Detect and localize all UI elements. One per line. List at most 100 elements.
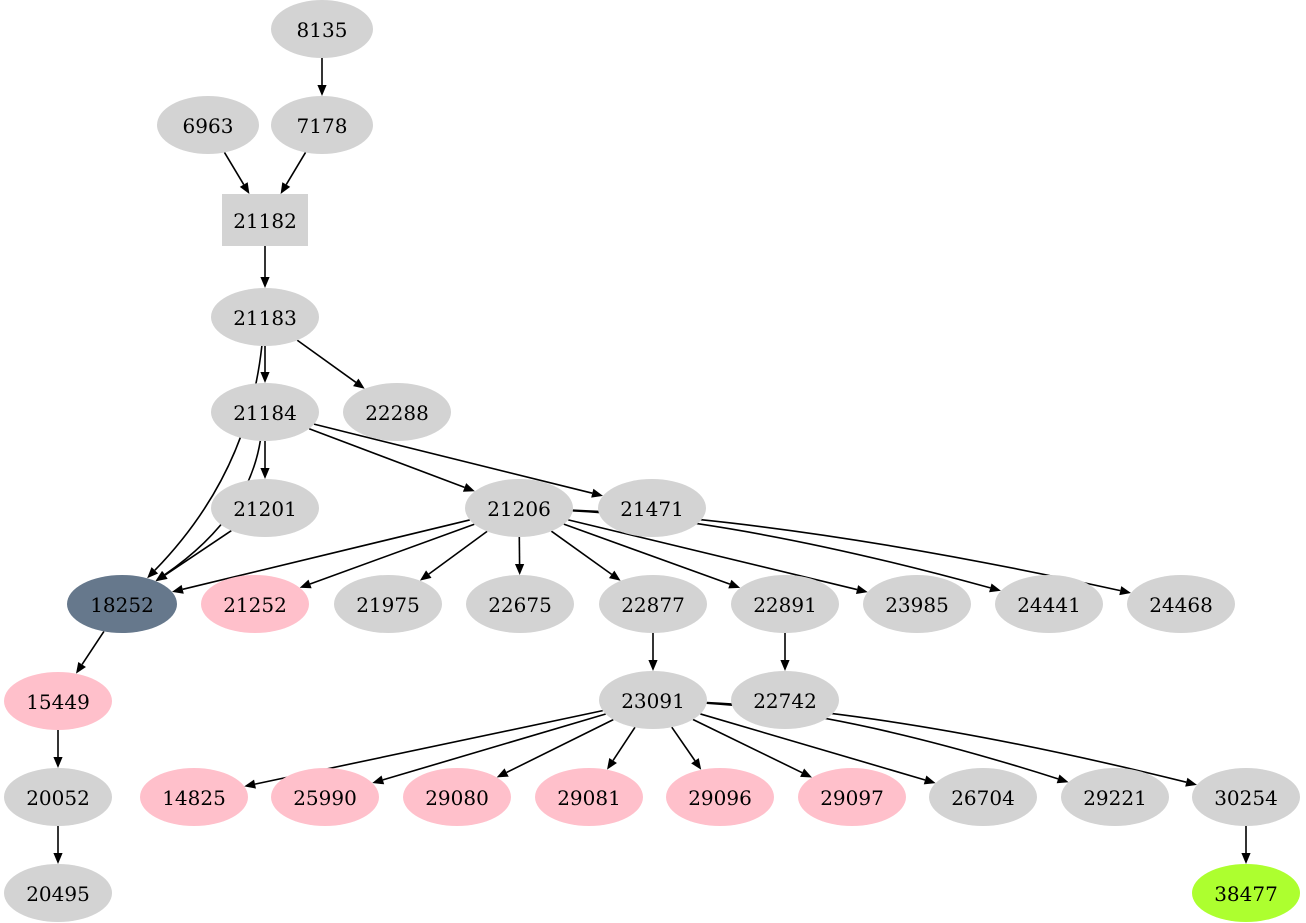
- graph-node-21182[interactable]: 21182: [222, 194, 308, 246]
- arrowhead-icon: [76, 661, 86, 674]
- graph-node-21184[interactable]: 21184: [211, 383, 319, 441]
- arrowhead-icon: [691, 758, 702, 770]
- graph-node-21471[interactable]: 21471: [598, 479, 706, 537]
- node-ellipse-29221[interactable]: [1061, 768, 1169, 826]
- graph-node-30254[interactable]: 30254: [1192, 768, 1300, 826]
- graph-node-21183[interactable]: 21183: [211, 288, 319, 346]
- node-ellipse-21183[interactable]: [211, 288, 319, 346]
- graph-node-21206[interactable]: 21206: [465, 479, 573, 537]
- node-ellipse-22675[interactable]: [466, 575, 574, 633]
- arrowhead-icon: [155, 571, 168, 582]
- graph-node-29080[interactable]: 29080: [403, 768, 511, 826]
- node-ellipse-22288[interactable]: [343, 383, 451, 441]
- edge-21184-to-21206: [308, 427, 465, 489]
- edge-23091-to-29096: [671, 726, 696, 762]
- graph-node-22877[interactable]: 22877: [599, 575, 707, 633]
- node-rect-21182[interactable]: [222, 194, 308, 246]
- arrowhead-icon: [239, 182, 250, 194]
- arrowhead-icon: [280, 182, 291, 194]
- node-ellipse-30254[interactable]: [1192, 768, 1300, 826]
- node-ellipse-15449[interactable]: [4, 672, 112, 730]
- graph-node-24468[interactable]: 24468: [1127, 575, 1235, 633]
- node-ellipse-18252[interactable]: [67, 575, 177, 633]
- graph-node-25990[interactable]: 25990: [271, 768, 379, 826]
- node-ellipse-24468[interactable]: [1127, 575, 1235, 633]
- graph-node-22742[interactable]: 22742: [731, 671, 839, 729]
- edge-6963-to-21182: [223, 152, 245, 185]
- arrowhead-icon: [299, 579, 312, 589]
- edge-21201-to-18252: [164, 529, 232, 576]
- graph-node-23985[interactable]: 23985: [863, 575, 971, 633]
- node-ellipse-8135[interactable]: [271, 0, 373, 58]
- graph-node-22288[interactable]: 22288: [343, 383, 451, 441]
- node-ellipse-26704[interactable]: [929, 768, 1037, 826]
- graph-node-22675[interactable]: 22675: [466, 575, 574, 633]
- arrowhead-icon: [608, 570, 621, 581]
- node-ellipse-23091[interactable]: [599, 671, 707, 729]
- graph-node-8135[interactable]: 8135: [271, 0, 373, 58]
- node-ellipse-21206[interactable]: [465, 479, 573, 537]
- edge-23091-to-29080: [506, 718, 614, 774]
- graph-node-6963[interactable]: 6963: [157, 96, 259, 154]
- node-ellipse-20495[interactable]: [4, 864, 112, 922]
- arrowhead-icon: [780, 660, 790, 671]
- node-ellipse-29080[interactable]: [403, 768, 511, 826]
- graph-node-23091[interactable]: 23091: [599, 671, 707, 729]
- graph-node-29221[interactable]: 29221: [1061, 768, 1169, 826]
- arrowhead-icon: [607, 757, 617, 770]
- graph-node-21252[interactable]: 21252: [201, 575, 309, 633]
- node-ellipse-6963[interactable]: [157, 96, 259, 154]
- node-ellipse-25990[interactable]: [271, 768, 379, 826]
- node-ellipse-29081[interactable]: [535, 768, 643, 826]
- edge-21206-to-21975: [428, 530, 488, 575]
- arrowhead-icon: [855, 585, 868, 595]
- graph-node-20495[interactable]: 20495: [4, 864, 112, 922]
- edge-21206-to-18252: [182, 519, 470, 591]
- node-ellipse-7178[interactable]: [271, 96, 373, 154]
- node-ellipse-21252[interactable]: [201, 575, 309, 633]
- arrowhead-icon: [260, 468, 270, 479]
- node-ellipse-20052[interactable]: [4, 768, 112, 826]
- node-ellipse-21184[interactable]: [211, 383, 319, 441]
- edge-21206-to-21252: [309, 523, 475, 585]
- graph-node-29081[interactable]: 29081: [535, 768, 643, 826]
- node-ellipse-38477[interactable]: [1192, 864, 1300, 922]
- node-ellipse-22891[interactable]: [731, 575, 839, 633]
- graph-node-29096[interactable]: 29096: [666, 768, 774, 826]
- arrowhead-icon: [514, 563, 525, 575]
- node-ellipse-24441[interactable]: [995, 575, 1103, 633]
- arrowhead-icon: [353, 378, 365, 389]
- graph-node-26704[interactable]: 26704: [929, 768, 1037, 826]
- arrowhead-icon: [496, 768, 509, 778]
- edge-18252-to-15449: [81, 630, 105, 665]
- node-ellipse-23985[interactable]: [863, 575, 971, 633]
- edge-21206-to-22891: [563, 523, 731, 585]
- graph-node-15449[interactable]: 15449: [4, 672, 112, 730]
- graph-node-38477[interactable]: 38477: [1192, 864, 1300, 922]
- graph-node-21975[interactable]: 21975: [334, 575, 442, 633]
- node-ellipse-21471[interactable]: [598, 479, 706, 537]
- node-ellipse-29096[interactable]: [666, 768, 774, 826]
- edge-21184-to-21471: [313, 423, 593, 494]
- graph-node-21201[interactable]: 21201: [211, 479, 319, 537]
- node-ellipse-29097[interactable]: [798, 768, 906, 826]
- graph-node-20052[interactable]: 20052: [4, 768, 112, 826]
- graph-node-14825[interactable]: 14825: [140, 768, 248, 826]
- arrowhead-icon: [800, 768, 813, 778]
- arrowhead-icon: [171, 584, 184, 594]
- graph-node-22891[interactable]: 22891: [731, 575, 839, 633]
- node-ellipse-22742[interactable]: [731, 671, 839, 729]
- edge-21183-to-22288: [296, 339, 357, 383]
- node-ellipse-22877[interactable]: [599, 575, 707, 633]
- graph-node-29097[interactable]: 29097: [798, 768, 906, 826]
- arrowhead-icon: [1241, 853, 1251, 864]
- graph-node-18252[interactable]: 18252: [67, 575, 177, 633]
- graph-node-7178[interactable]: 7178: [271, 96, 373, 154]
- node-ellipse-21975[interactable]: [334, 575, 442, 633]
- graph-node-24441[interactable]: 24441: [995, 575, 1103, 633]
- node-ellipse-14825[interactable]: [140, 768, 248, 826]
- arrowhead-icon: [591, 488, 603, 498]
- node-ellipse-21201[interactable]: [211, 479, 319, 537]
